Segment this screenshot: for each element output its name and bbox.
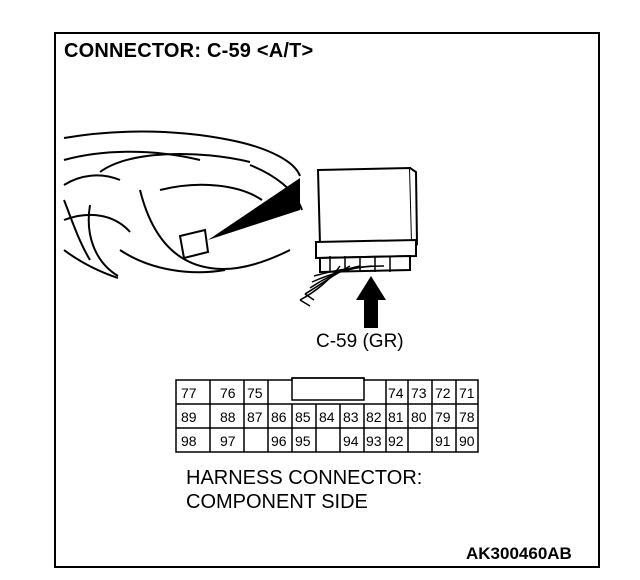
pin-83: 83: [343, 409, 359, 425]
pin-75: 75: [247, 385, 263, 401]
ecu-location-marker: [178, 178, 300, 260]
pin-90: 90: [459, 433, 475, 449]
pin-89: 89: [181, 409, 197, 425]
pin-91: 91: [435, 433, 451, 449]
caption-line-2: COMPONENT SIDE: [186, 491, 368, 513]
pin-73: 73: [411, 385, 427, 401]
pin-84: 84: [319, 409, 335, 425]
pin-94: 94: [343, 433, 359, 449]
pin-74: 74: [388, 385, 404, 401]
pin-92: 92: [388, 433, 404, 449]
pin-78: 78: [459, 409, 475, 425]
pin-79: 79: [435, 409, 451, 425]
diagram-title: CONNECTOR: C-59 <A/T>: [64, 40, 314, 62]
pin-95: 95: [295, 433, 311, 449]
instrument-panel-drawing: [63, 130, 303, 279]
pin-93: 93: [366, 433, 382, 449]
pin-97: 97: [220, 433, 236, 449]
connector-label: C-59 (GR): [316, 331, 404, 352]
pin-86: 86: [271, 409, 287, 425]
connector-arrow: [356, 276, 386, 328]
pin-87: 87: [247, 409, 263, 425]
ecu-unit-drawing: [315, 166, 419, 274]
wire-harness-drawing: [299, 265, 385, 307]
diagram-frame: [54, 32, 600, 568]
caption-line-1: HARNESS CONNECTOR:: [186, 467, 423, 489]
pin-row-1: 77 76 75 74 73 72 71: [181, 385, 475, 401]
connector-pin-layout: [175, 377, 479, 453]
pin-row-3: 98 97 96 95 94 93 92 91 90: [181, 433, 475, 449]
pin-82: 82: [366, 409, 382, 425]
pin-80: 80: [411, 409, 427, 425]
pin-77: 77: [181, 385, 197, 401]
figure-code: AK300460AB: [466, 544, 572, 563]
pin-row-2: 89 88 87 86 85 84 83 82 81 80 79 78: [181, 409, 475, 425]
pin-85: 85: [295, 409, 311, 425]
harness-caption: HARNESS CONNECTOR: COMPONENT SIDE: [186, 466, 422, 514]
pin-98: 98: [181, 433, 197, 449]
pin-72: 72: [435, 385, 451, 401]
pin-88: 88: [220, 409, 236, 425]
pin-71: 71: [459, 385, 475, 401]
pin-81: 81: [388, 409, 404, 425]
pin-76: 76: [220, 385, 236, 401]
pin-96: 96: [271, 433, 287, 449]
